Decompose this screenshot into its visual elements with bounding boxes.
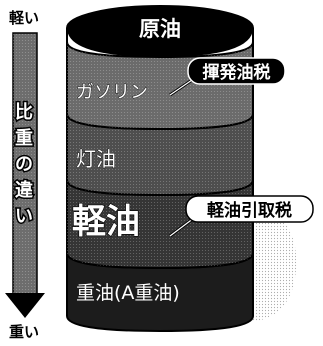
tax-badge-diesel-text: 軽油引取税 bbox=[207, 200, 292, 221]
axis-caption-char: 重 bbox=[15, 127, 35, 149]
axis-bottom-label: 重い bbox=[9, 323, 39, 341]
axis-caption: 比重の違い bbox=[15, 102, 35, 227]
tax-badge-diesel: 軽油引取税 bbox=[185, 195, 314, 223]
layer-label-kerosene: 灯油 bbox=[76, 147, 116, 171]
axis-top-label: 軽い bbox=[9, 9, 39, 27]
axis-caption-char: の bbox=[15, 154, 35, 175]
axis-caption-char: 比 bbox=[15, 102, 35, 123]
barrel-top-label: 原油 bbox=[139, 17, 181, 41]
tax-badge-gasoline: 揮発油税 bbox=[187, 57, 286, 85]
barrel-shadow bbox=[250, 200, 297, 322]
density-arrow bbox=[5, 32, 45, 318]
layer-label-heavy-oil: 重油(A重油) bbox=[76, 282, 180, 304]
layer-label-diesel: 軽油 bbox=[72, 202, 140, 242]
arrow-head bbox=[5, 293, 45, 318]
tax-badge-gasoline-text: 揮発油税 bbox=[203, 62, 271, 83]
layer-label-gasoline: ガソリン bbox=[76, 82, 148, 103]
axis-caption-char: い bbox=[15, 206, 35, 227]
axis-caption-char: 違 bbox=[15, 179, 35, 201]
